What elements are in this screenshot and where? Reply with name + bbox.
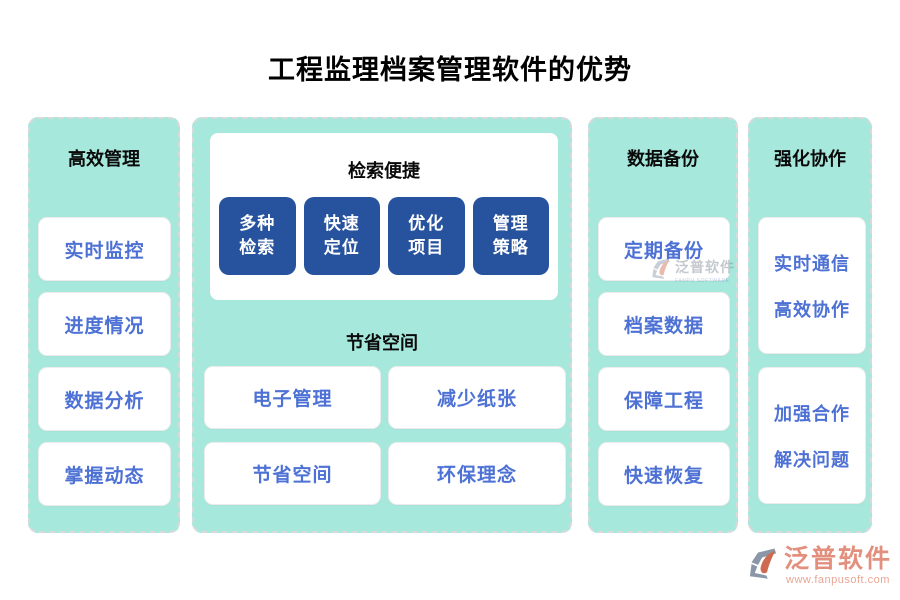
column-header-data-backup: 数据备份 [627, 149, 699, 169]
footer-brand: 泛普软件 www.fanpusoft.com [746, 546, 892, 586]
item-grasp-dynamics: 掌握动态 [39, 443, 170, 505]
item-save-space: 节省空间 [205, 443, 380, 504]
tile-management-strategy: 管理 策略 [472, 197, 549, 275]
tile-optimize-project: 优化 项目 [388, 197, 465, 275]
tile-line: 多种 [239, 214, 276, 234]
item-communication-collaboration: 实时通信 高效协作 [759, 218, 865, 353]
item-cooperation-problem-solving: 加强合作 解决问题 [759, 368, 865, 503]
tile-line: 项目 [408, 238, 445, 257]
item-quick-recovery: 快速恢复 [599, 443, 729, 505]
search-convenience-card: 检索便捷 多种 检索 快速 定位 优化 项目 管理 策略 [210, 133, 558, 300]
item-progress-status: 进度情况 [39, 293, 170, 355]
tile-line: 定位 [323, 238, 360, 257]
save-space-grid: 电子管理 减少纸张 节省空间 环保理念 [205, 367, 565, 504]
footer-brand-name: 泛普软件 [783, 546, 892, 573]
item-line: 加强合作 [774, 403, 850, 424]
column-header-efficient-management: 高效管理 [68, 149, 140, 169]
item-electronic-management: 电子管理 [205, 367, 380, 428]
item-realtime-monitoring: 实时监控 [39, 218, 170, 280]
tile-line: 检索 [239, 238, 276, 257]
panel-data-backup: 数据备份 定期备份 档案数据 保障工程 快速恢复 [588, 117, 738, 533]
tile-line: 快速 [323, 214, 360, 234]
page-title: 工程监理档案管理软件的优势 [268, 55, 632, 85]
tile-quick-locate: 快速 定位 [303, 197, 380, 275]
footer-brand-text: 泛普软件 www.fanpusoft.com [784, 546, 892, 586]
item-reduce-paper: 减少纸张 [389, 367, 565, 428]
tile-multi-search: 多种 检索 [219, 197, 296, 275]
item-eco-concept: 环保理念 [389, 443, 565, 504]
panel-efficient-management: 高效管理 实时监控 进度情况 数据分析 掌握动态 [28, 117, 180, 533]
section-header-search: 检索便捷 [348, 161, 420, 181]
footer-brand-website: www.fanpusoft.com [786, 573, 890, 586]
item-line: 解决问题 [774, 449, 850, 470]
panel-strengthen-collaboration: 强化协作 实时通信 高效协作 加强合作 解决问题 [748, 117, 872, 533]
item-archive-data: 档案数据 [599, 293, 729, 355]
item-line: 实时通信 [774, 253, 850, 274]
tile-line: 策略 [492, 238, 529, 257]
column-header-collaboration: 强化协作 [774, 149, 846, 169]
tile-line: 优化 [408, 214, 445, 234]
tile-line: 管理 [492, 214, 529, 234]
item-line: 高效协作 [774, 299, 850, 320]
panel-center-features: 检索便捷 多种 检索 快速 定位 优化 项目 管理 策略 节省空间 电子管理 减… [192, 117, 572, 533]
section-header-save-space: 节省空间 [346, 333, 418, 353]
feature-tile-row: 多种 检索 快速 定位 优化 项目 管理 策略 [219, 197, 549, 275]
item-safeguard-project: 保障工程 [599, 368, 729, 430]
item-data-analysis: 数据分析 [39, 368, 170, 430]
item-periodic-backup: 定期备份 [599, 218, 729, 280]
fanpu-logo-icon [749, 548, 777, 579]
